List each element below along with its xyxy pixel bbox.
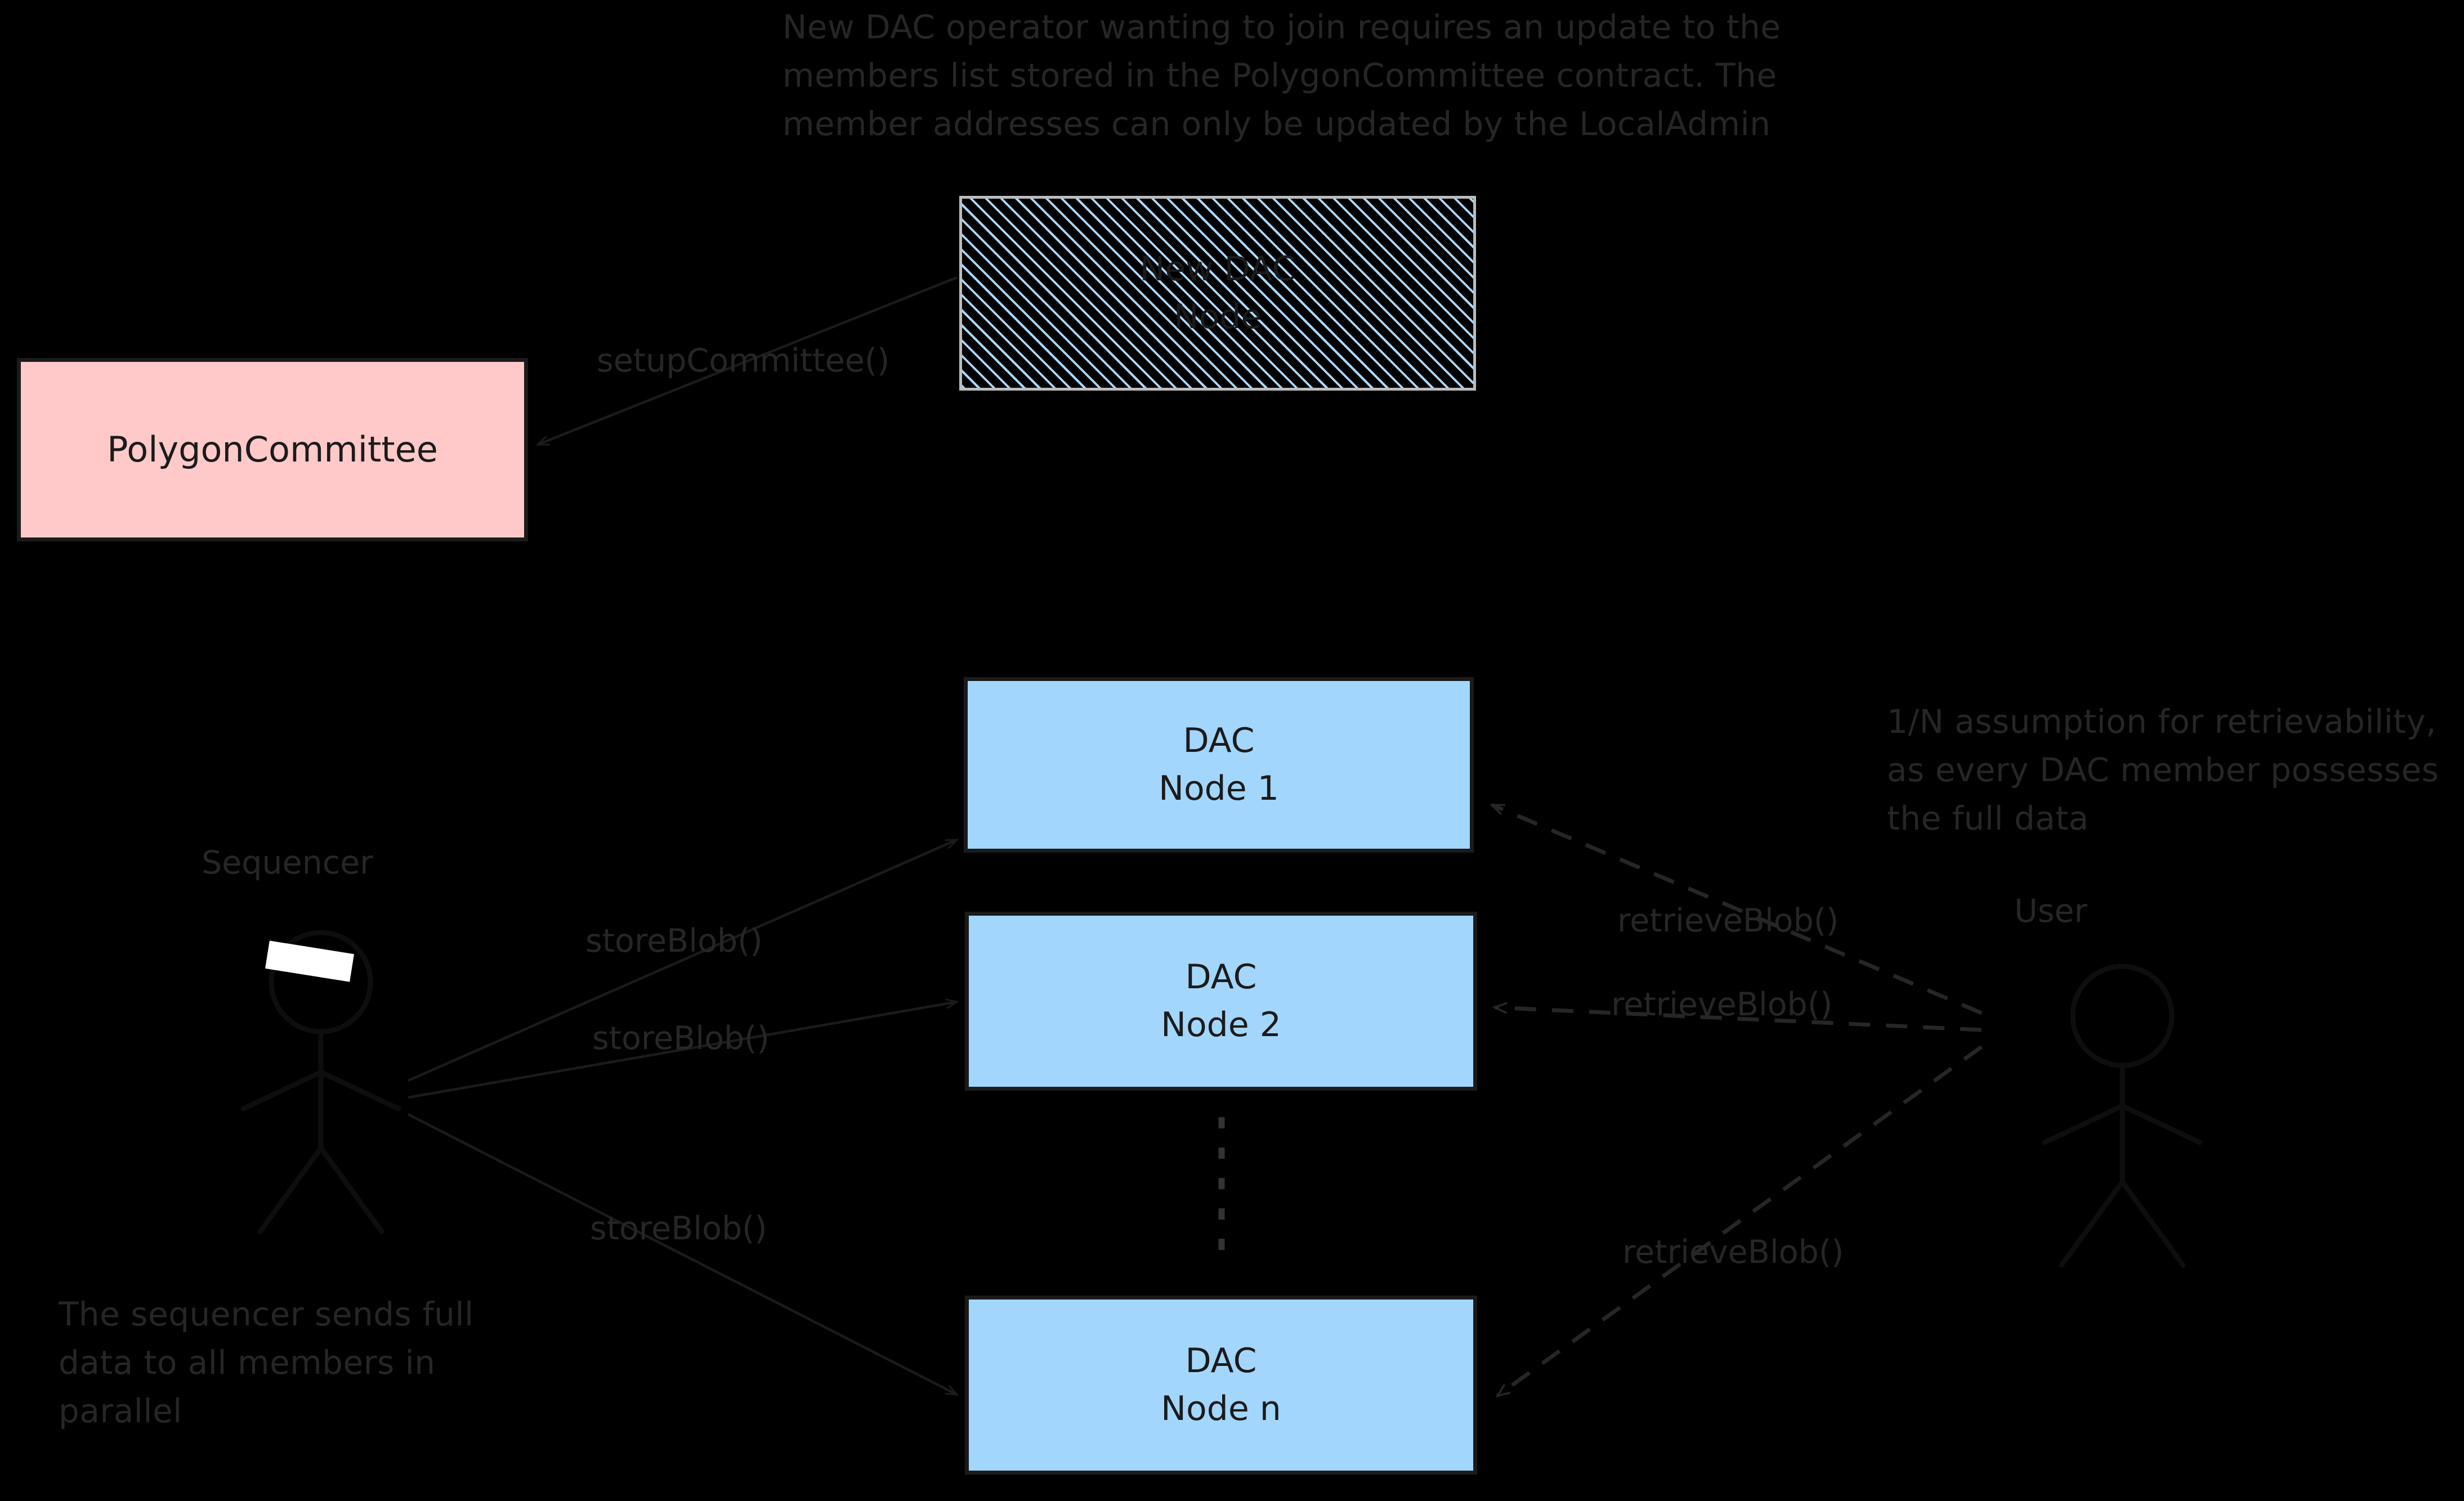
node-dac-node-n[interactable]: DAC Node n <box>965 1296 1477 1475</box>
edge-label-retrieve-blob-1: retrieveBlob() <box>1617 902 1839 939</box>
dac-node-n-line-1: DAC <box>1185 1341 1257 1381</box>
new-dac-node-line-2: Node <box>1173 297 1262 337</box>
dac-node-1-line-1: DAC <box>1183 720 1255 760</box>
node-polygon-committee[interactable]: PolygonCommittee <box>17 358 528 541</box>
node-new-dac-node[interactable]: New DAC Node <box>959 196 1476 391</box>
node-dac-node-2[interactable]: DAC Node 2 <box>965 912 1477 1091</box>
dac-node-2-line-2: Node 2 <box>1161 1005 1281 1045</box>
new-dac-node-line-1: New DAC <box>1139 249 1296 289</box>
actor-label-sequencer: Sequencer <box>202 844 373 881</box>
dac-node-1-line-2: Node 1 <box>1159 769 1279 808</box>
edge-retrieve-blob-3 <box>1497 1045 1983 1397</box>
polygon-committee-label: PolygonCommittee <box>107 428 438 470</box>
edge-label-retrieve-blob-2: retrieveBlob() <box>1611 986 1833 1023</box>
annotation-retrievability: 1/N assumption for retrievability, as ev… <box>1887 702 2439 837</box>
edge-label-store-blob-2: storeBlob() <box>592 1020 770 1057</box>
edge-label-setup-committee: setupCommittee() <box>597 342 890 379</box>
dac-node-2-line-1: DAC <box>1185 957 1257 997</box>
annotation-new-operator: New DAC operator wanting to join require… <box>782 8 1781 143</box>
node-dac-node-1[interactable]: DAC Node 1 <box>964 677 1474 853</box>
edge-label-store-blob-3: storeBlob() <box>590 1210 767 1247</box>
edge-label-retrieve-blob-3: retrieveBlob() <box>1622 1234 1844 1271</box>
actor-label-user: User <box>2014 893 2087 930</box>
edge-label-store-blob-1: storeBlob() <box>585 922 763 960</box>
sequencer-actor-figure[interactable] <box>208 923 433 1238</box>
annotation-sequencer-broadcast: The sequencer sends full data to all mem… <box>59 1295 474 1430</box>
user-actor-figure[interactable] <box>2010 957 2235 1272</box>
dac-node-n-line-2: Node n <box>1161 1389 1281 1428</box>
